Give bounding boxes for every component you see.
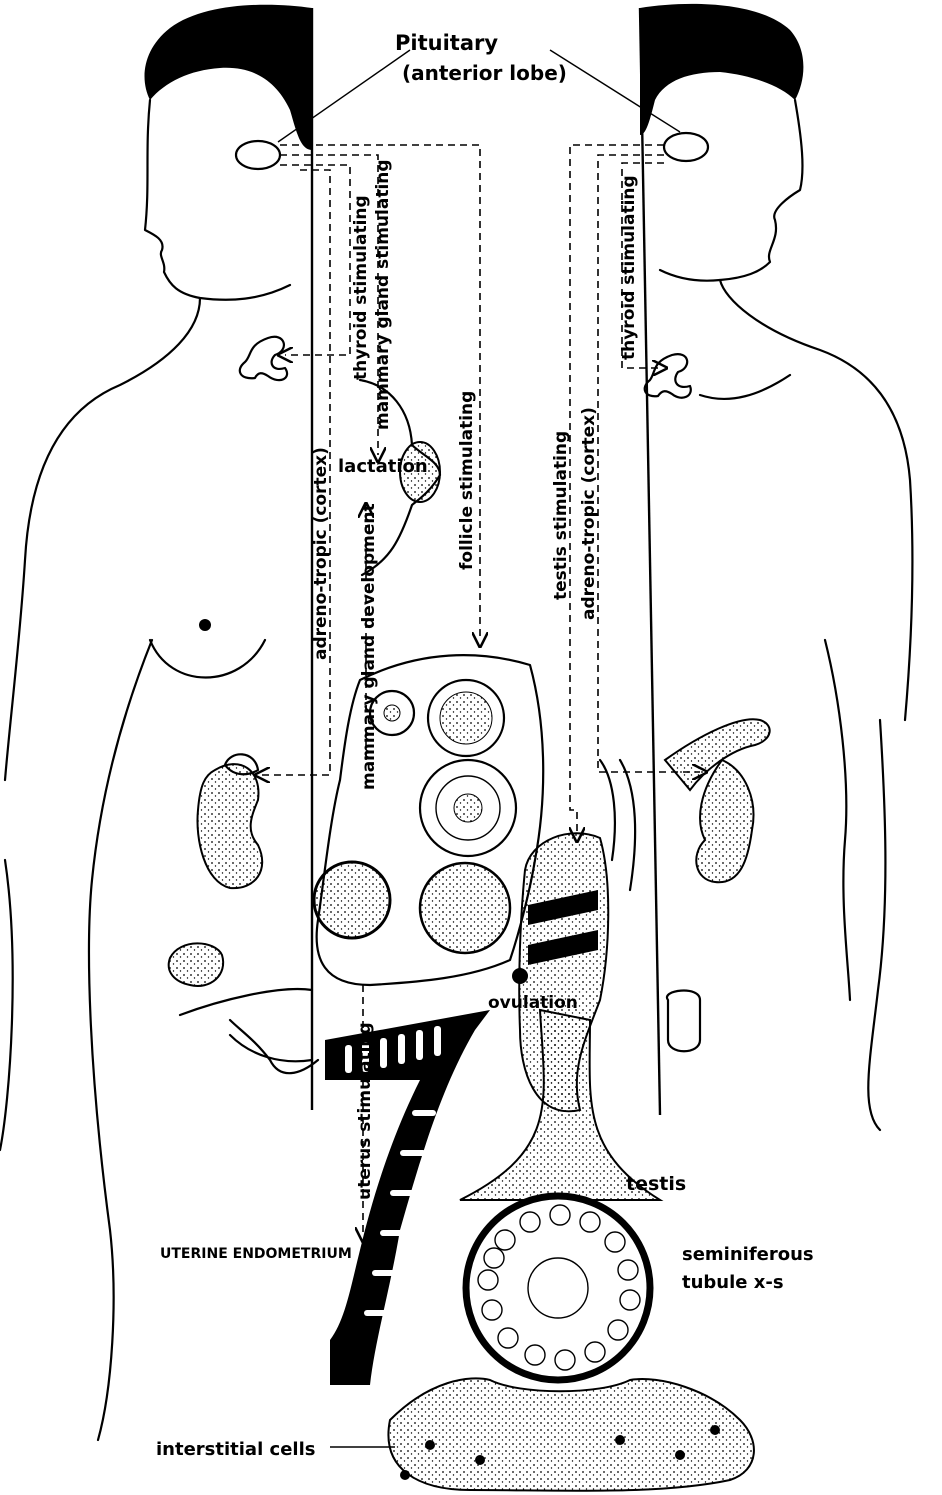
interstitial-cells-label: interstitial cells — [156, 1439, 315, 1460]
male-arm — [868, 720, 885, 1130]
uterus-stimulating-label: uterus stimulating — [355, 1022, 375, 1200]
male-thyroid-stimulating-label: thyroid stimulating — [619, 175, 639, 360]
seminiferous-label: seminiferous — [682, 1244, 814, 1265]
follicle-stimulating-label: follicle stimulating — [457, 391, 477, 570]
male-adreno-tropic-label: adreno-tropic (cortex) — [579, 407, 599, 620]
male-cut-edge — [640, 8, 660, 1115]
female-kidney — [197, 764, 262, 888]
male-neck-shoulders — [720, 280, 912, 720]
male-pituitary — [664, 133, 708, 161]
follicle-1-core — [384, 705, 400, 721]
female-nipple — [199, 619, 211, 631]
testis-label: testis — [626, 1173, 686, 1195]
female-face-outline — [145, 100, 290, 300]
male-scrotum — [667, 991, 700, 1052]
lactation-label: lactation — [338, 456, 428, 477]
female-breast — [150, 640, 265, 678]
female-pituitary — [236, 141, 280, 169]
male-arm-inner — [825, 640, 850, 1000]
female-thyroid — [240, 337, 287, 380]
female-adreno-tropic-label: adreno-tropic (cortex) — [311, 447, 331, 660]
interstitial-tissue — [388, 1378, 753, 1490]
thyroid-path-female — [280, 165, 350, 355]
follicle-2-inner — [440, 692, 492, 744]
follicle-3-core — [454, 794, 482, 822]
follicle-4 — [420, 863, 510, 953]
pituitary-label: Pituitary — [395, 31, 498, 55]
male-face-outline — [660, 100, 802, 281]
mammary-gland-development-label: mammary gland development — [359, 503, 379, 790]
pituitary-sub-label: (anterior lobe) — [402, 61, 567, 85]
male-thyroid — [645, 354, 691, 398]
uterine-endometrium-label: UTERINE ENDOMETRIUM — [160, 1246, 352, 1262]
female-uterus — [180, 989, 312, 1061]
female-ovary-tube — [169, 943, 223, 986]
male-chest-line — [700, 375, 790, 399]
female-hip — [0, 860, 13, 1150]
male-kidney — [696, 760, 753, 882]
corpus-luteum — [314, 862, 390, 938]
female-neck-shoulders — [5, 298, 200, 780]
tubule-xs-label: tubule x-s — [682, 1272, 784, 1293]
testis-stimulating-label: testis stimulating — [551, 431, 571, 600]
female-arm — [89, 640, 152, 1440]
ovary-section — [314, 655, 543, 985]
male-figure — [640, 4, 912, 1130]
female-mammary-gland-stimulating-label: mammary gland stimulating — [373, 159, 393, 430]
ovulation-label: ovulation — [488, 993, 578, 1013]
tubule-stalk — [460, 1010, 660, 1200]
male-hair — [640, 4, 803, 135]
female-thyroid-stimulating-label: thyroid stimulating — [351, 195, 371, 380]
female-hair — [145, 5, 312, 150]
